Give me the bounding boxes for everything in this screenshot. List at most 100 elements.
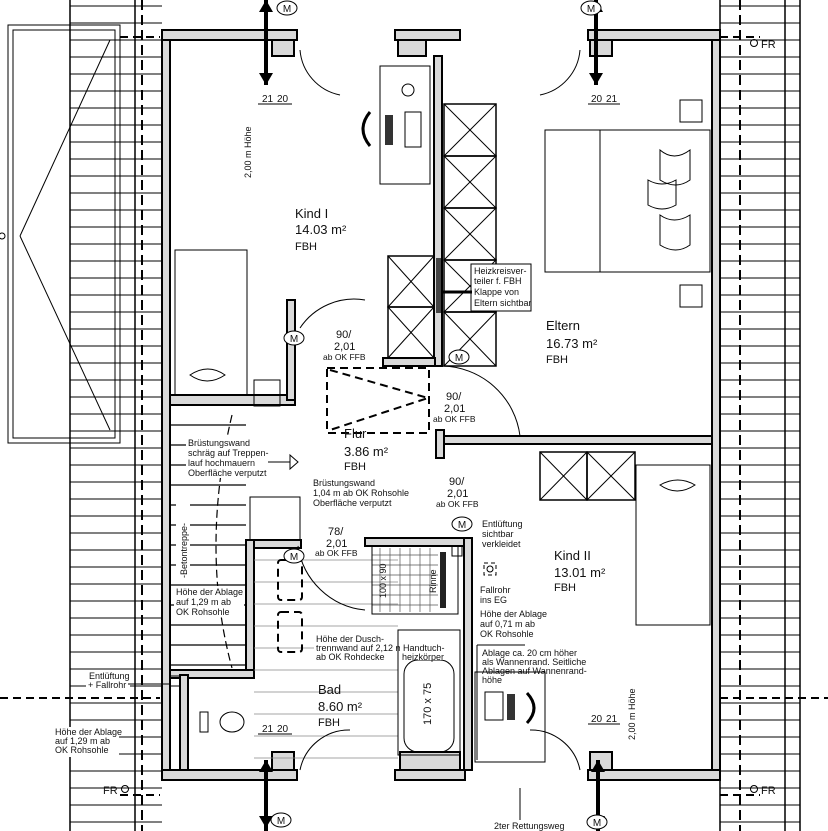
fr-label: FR [761,39,776,51]
wardrobe-x [539,451,588,501]
door-height: 2,01 [326,538,347,550]
door-label: 90/ 2,01 ab OK FFB [323,329,366,362]
note-line: Entlüftung [89,671,130,681]
note-line: schräg auf Treppen- [188,448,269,458]
dim-value: 21 [262,724,274,735]
door-size: 90/ [446,391,462,403]
interior-walls [169,55,713,771]
motor-icon [448,349,470,365]
dim-value: 20 [277,724,289,735]
motor-marker: M [283,548,305,564]
note-duschtrennwand: Höhe der Dusch- trennwand auf 2,12 m ab … [314,634,403,662]
dimension: 20 21 [588,94,620,105]
note-line: Fallrohr [480,585,511,595]
note-entlueftung: Entlüftung sichtbar verkleidet [451,519,523,557]
motor-icon [283,548,305,564]
motor-marker: M [283,330,305,346]
note-line: Oberfläche verputzt [188,468,267,478]
room-kind-1: Kind I 14.03 m² FBH [295,206,347,253]
note-line: Ablage ca. 20 cm höher [482,648,577,658]
motor-marker: M [270,812,292,828]
room-name: Bad [318,682,341,697]
note-line: höhe [482,675,502,685]
dim-value: 20 [591,714,603,725]
note-line: als Wannenrand. Seitliche [482,657,586,667]
note-line: Oberfläche verputzt [313,498,392,508]
note-line: lauf hochmauern [188,458,255,468]
door-height: 2,01 [334,341,355,353]
wardrobe-x [387,306,435,359]
dim-value: 21 [262,94,274,105]
door-ref: ab OK FFB [323,352,366,362]
room-area: 3.86 m² [344,444,389,459]
note-fallrohr: Fallrohr ins EG [480,562,511,605]
bathtub-size: 170 x 75 [422,683,434,725]
note-line: + Fallrohr [88,680,126,690]
motor-icon [586,814,608,830]
note-line: verkleidet [482,539,521,549]
note-ablage-wanne: Ablage ca. 20 cm höher als Wannenrand. S… [476,644,587,760]
motor-label: M [458,520,466,531]
note-ablage-129-b: Höhe der Ablage auf 1,29 m ab OK Rohsohl… [53,727,122,757]
dimension: 20 21 [588,714,620,725]
door-size: 90/ [336,329,352,341]
furniture [174,65,711,763]
motor-marker: M [451,516,473,532]
motor-marker: M [586,814,608,830]
note-line: 2ter Rettungsweg [494,821,565,831]
note-bruestung-1: Brüstungswand schräg auf Treppen- lauf h… [186,435,299,478]
note-ablage-129-a: Höhe der Ablage auf 1,29 m ab OK Rohsohl… [174,586,244,617]
note-line: auf 1,29 m ab [55,736,110,746]
note-line: ab OK Rohdecke [316,652,385,662]
fr-marker: FR [750,39,776,51]
note-line: Höhe der Ablage [55,727,122,737]
note-line: auf 1,29 m ab [176,597,231,607]
dimension: 21 20 [258,94,292,105]
room-name: Flur [344,426,367,441]
dimension: 21 20 [258,724,292,735]
wardrobe-x [443,103,497,157]
note-line: Eltern sichtbar [474,298,532,308]
door-label: 90/ 2,01 ab OK FFB [433,391,476,424]
room-name: Eltern [546,318,580,333]
wardrobe-cell [387,306,435,359]
motor-label: M [277,816,285,827]
door-size: 90/ [449,476,465,488]
motor-label: M [593,818,601,829]
note-rettungsweg: 2ter Rettungsweg [494,788,565,831]
room-floor: FBH [554,582,576,594]
room-floor: FBH [344,461,366,473]
room-name: Kind I [295,206,328,221]
wardrobe-x [443,155,497,209]
room-floor: FBH [318,717,340,729]
room-floor: FBH [546,354,568,366]
note-line: trennwand auf 2,12 m [316,643,403,653]
wardrobe-x [387,255,435,308]
note-line: auf 0,71 m ab [480,619,535,629]
axis-lines [0,36,828,796]
fr-marker: FR [103,785,129,797]
roof-hatching [69,0,801,831]
door-ref: ab OK FFB [315,548,358,558]
height-label: 2,00 m Höhe [627,688,637,740]
dim-value: 21 [606,94,618,105]
motor-marker: M [448,349,470,365]
room-eltern: Eltern 16.73 m² FBH [546,318,598,366]
room-area: 14.03 m² [295,222,347,237]
motor-icon [283,330,305,346]
door-ref: ab OK FFB [436,499,479,509]
wardrobe-cell [443,311,497,367]
note-ablage-071: Höhe der Ablage auf 0,71 m ab OK Rohsohl… [480,609,547,639]
drain-label: Rinne [428,569,438,593]
note-line: sichtbar [482,529,514,539]
room-area: 16.73 m² [546,336,598,351]
note-entlueftung-fallrohr: Entlüftung + Fallrohr [86,670,181,692]
dim-value: 21 [606,714,618,725]
door-size: 78/ [328,526,344,538]
fr-marker: FR [750,785,776,797]
note-line: Höhe der Dusch- [316,634,384,644]
wardrobe-x [586,451,636,501]
room-area: 13.01 m² [554,565,606,580]
door-ref: ab OK FFB [433,414,476,424]
